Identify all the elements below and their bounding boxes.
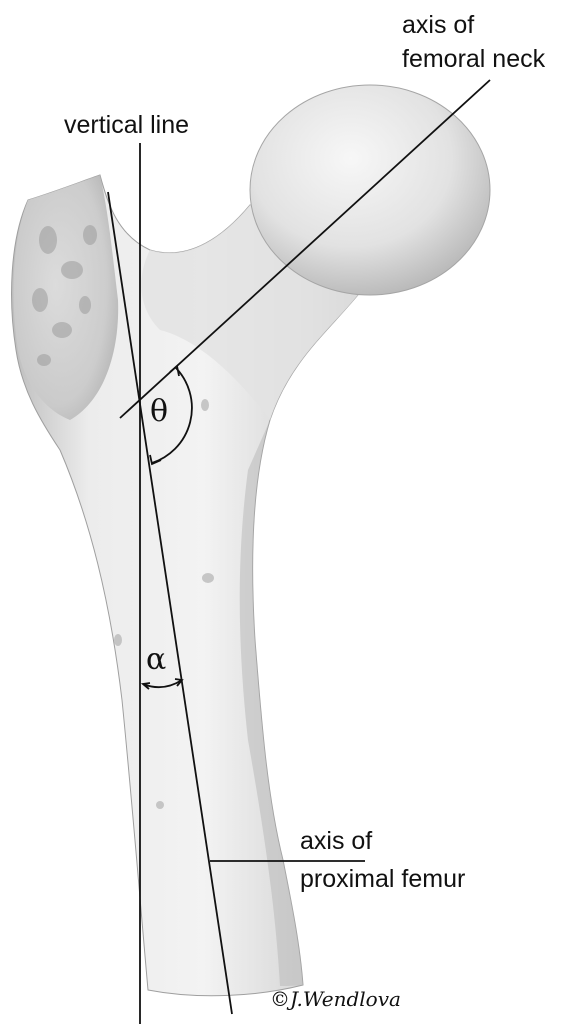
alpha-symbol: α [146, 644, 166, 676]
proximal-femur-axis-label-line2: proximal femur [300, 864, 465, 895]
femoral-neck-axis-label-line1: axis of [402, 10, 474, 41]
proximal-femur-axis-label-line1: axis of [300, 826, 372, 857]
vertical-line-label: vertical line [64, 110, 189, 141]
copyright-credit: ©J.Wendlova [270, 988, 401, 1010]
femoral-neck-axis-label-line2: femoral neck [402, 44, 545, 75]
femur-bone [12, 85, 490, 996]
theta-symbol: θ [150, 396, 168, 428]
